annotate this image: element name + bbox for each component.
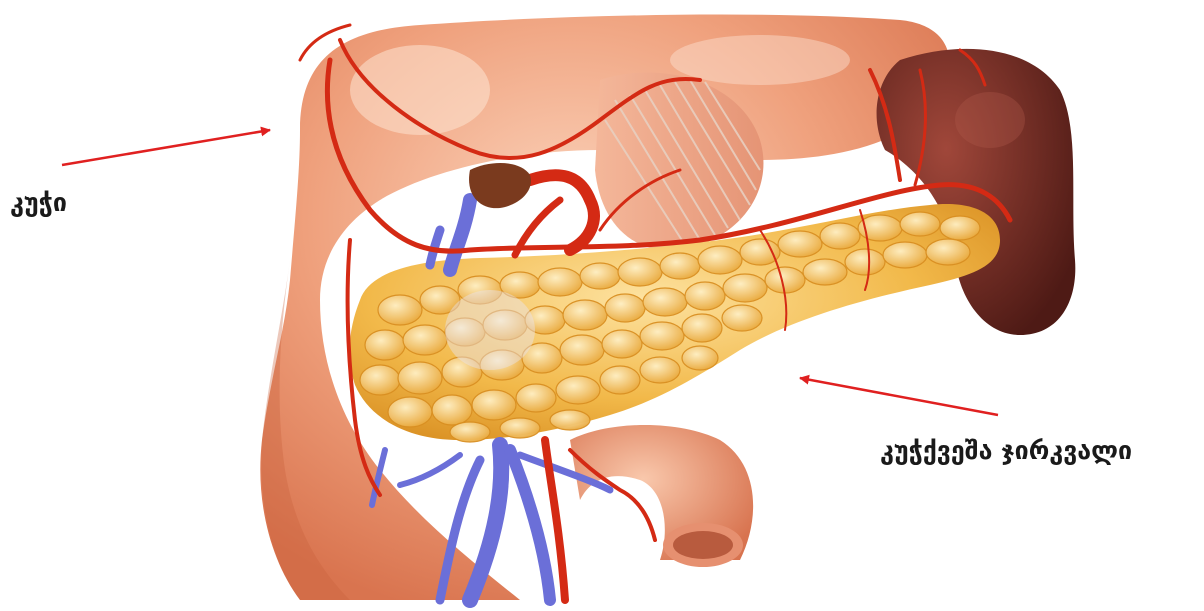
duodenum-shape <box>570 425 753 567</box>
pancreas-label: კუჭქვეშა ჯირკვალი <box>880 438 1132 463</box>
stomach-label: კუჭი <box>10 190 67 215</box>
pancreas-arrow <box>800 378 998 415</box>
liver-edge-shape <box>469 163 531 208</box>
stomach-arrow <box>62 130 270 165</box>
